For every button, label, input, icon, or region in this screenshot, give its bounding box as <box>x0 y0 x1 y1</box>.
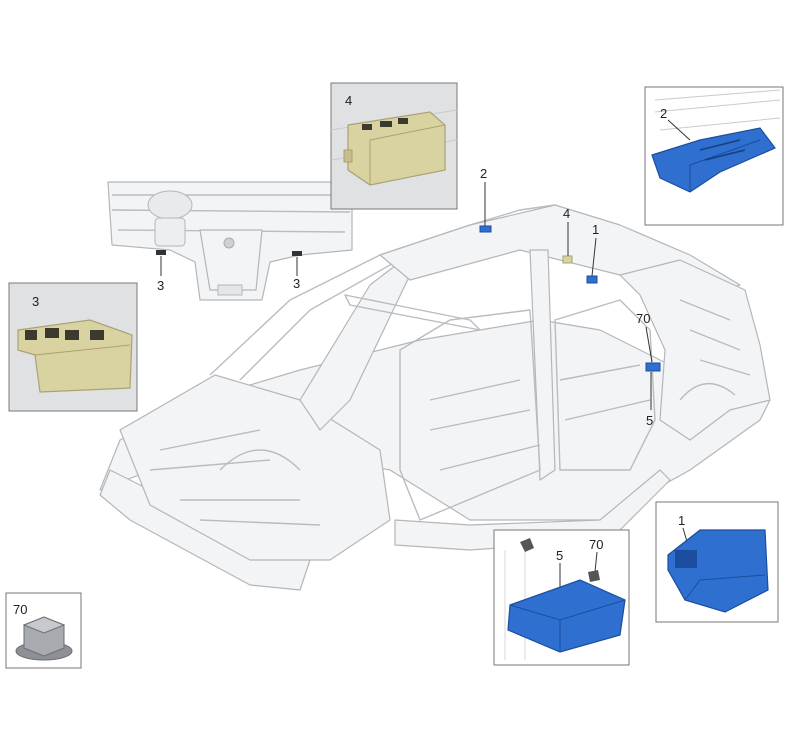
inset-module-5: 5 70 <box>493 529 630 666</box>
callout-3-left: 3 <box>157 278 164 293</box>
inset-70-label: 70 <box>589 537 603 552</box>
dashboard-view: 3 3 <box>107 181 353 301</box>
sensor-2-on-body <box>479 225 492 233</box>
callout-2: 2 <box>480 166 487 181</box>
inset-70-nut-label: 70 <box>13 602 27 617</box>
nut-icon-upper <box>520 538 534 552</box>
connector-4-on-body <box>562 255 573 264</box>
module-3-right-on-dash <box>292 251 302 256</box>
unit-1-on-body <box>586 275 598 284</box>
module-5-icon <box>507 579 626 653</box>
main-callouts: 2 4 1 70 5 <box>480 166 653 428</box>
callout-70: 70 <box>636 311 650 326</box>
inset-sensor-2: 2 <box>644 86 784 226</box>
module-3-left-on-dash <box>156 250 166 255</box>
inset-unit-1: 1 <box>655 501 779 623</box>
callout-4: 4 <box>563 206 570 221</box>
car-body-structure <box>99 204 771 591</box>
inset-1-label: 1 <box>678 513 685 528</box>
callout-1: 1 <box>592 222 599 237</box>
inset-3-label: 3 <box>32 294 39 309</box>
module-5-on-body <box>645 362 661 372</box>
nut-icon-lower <box>588 570 600 582</box>
inset-5-label: 5 <box>556 548 563 563</box>
callout-5: 5 <box>646 413 653 428</box>
inset-4-label: 4 <box>345 93 352 108</box>
callout-3-right: 3 <box>293 276 300 291</box>
inset-2-label: 2 <box>660 106 667 121</box>
sensor-2-icon <box>651 127 776 193</box>
inset-nut-70: 70 <box>5 592 82 669</box>
inset-module-3: 3 <box>8 282 138 412</box>
inset-connector-4: 4 <box>330 82 458 210</box>
